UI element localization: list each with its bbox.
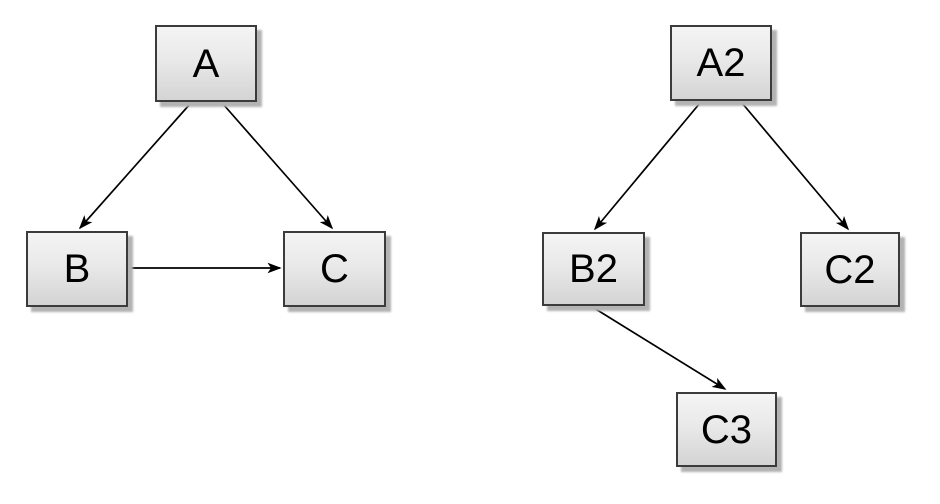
node-B: B [26, 231, 128, 307]
node-A: A [155, 25, 257, 102]
edge-A2-C2 [741, 102, 848, 229]
node-B-label: B [63, 247, 91, 291]
node-C2: C2 [800, 232, 900, 307]
node-A2: A2 [670, 25, 772, 101]
edge-A2-B2 [595, 102, 701, 229]
node-C2-label: C2 [824, 247, 876, 292]
edge-B2-C3 [593, 307, 725, 389]
node-C: C [283, 231, 386, 307]
node-A-label: A [192, 41, 220, 86]
node-C3-label: C3 [700, 407, 753, 452]
node-A2-label: A2 [696, 41, 746, 85]
node-B2-label: B2 [569, 247, 618, 291]
edge-A-B [80, 103, 191, 228]
node-C-label: C [320, 247, 349, 291]
node-B2: B2 [542, 232, 645, 306]
edge-A-C [222, 103, 332, 228]
node-C3: C3 [676, 392, 777, 467]
